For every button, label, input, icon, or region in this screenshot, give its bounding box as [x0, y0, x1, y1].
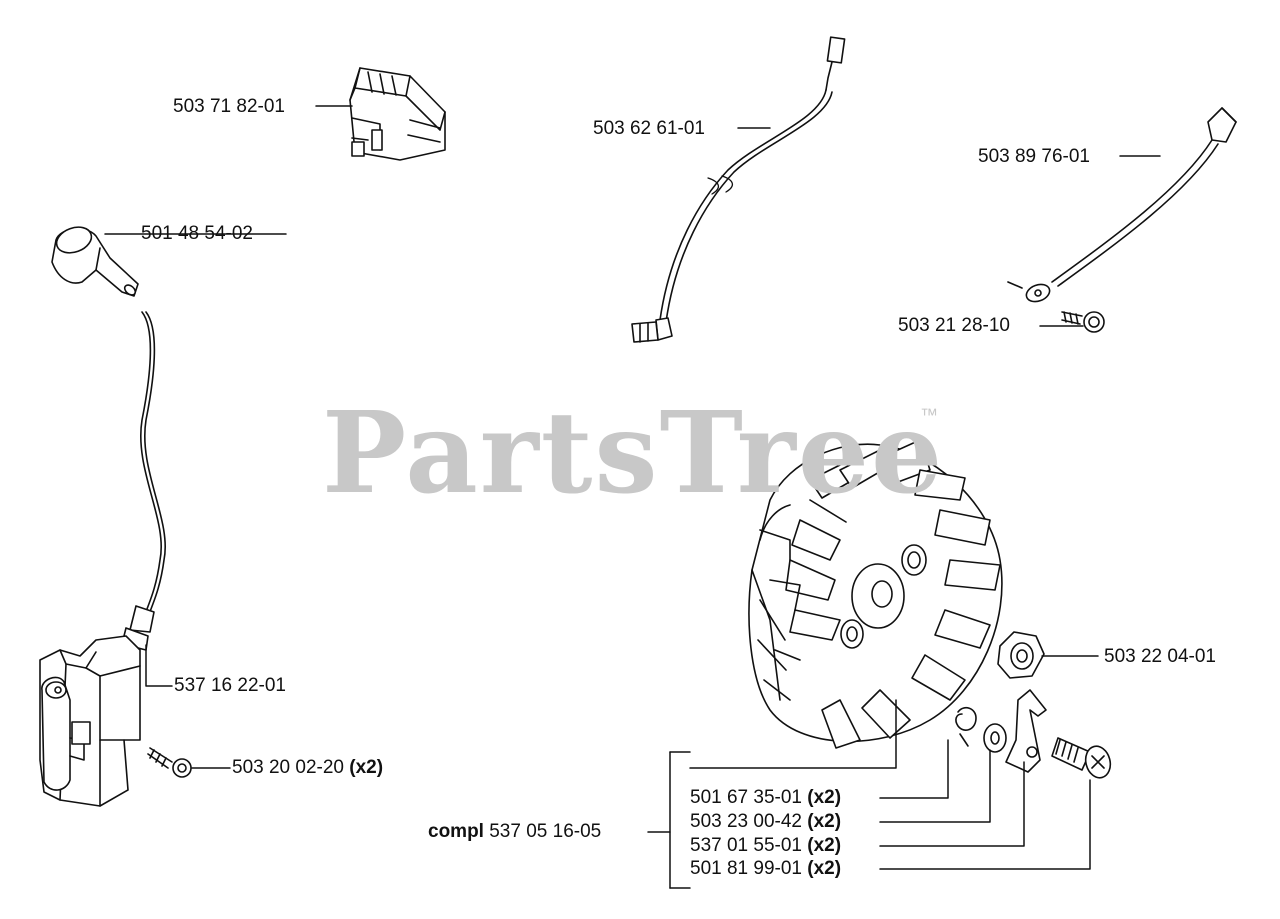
label-wire-b: 503 89 76-01: [978, 146, 1090, 167]
label-nut: 503 22 04-01: [1104, 646, 1216, 667]
spring-part: [955, 706, 977, 747]
label-module: 537 16 22-01: [174, 675, 286, 696]
kit-4-number: 501 81 99-01: [690, 858, 802, 879]
compl-prefix: compl: [428, 821, 484, 842]
watermark-text: PartsTree: [322, 388, 945, 519]
wire-b-part: [1007, 107, 1237, 303]
module-screw-number: 503 20 02-20: [232, 757, 344, 778]
watermark-trademark: ™: [920, 405, 938, 425]
pawl-part: [1005, 689, 1047, 773]
flywheel-part: [748, 439, 1003, 749]
kit-1-number: 501 67 35-01: [690, 787, 802, 808]
kit-2-number: 503 23 00-42: [690, 811, 802, 832]
flywheel-nut-part: [997, 631, 1045, 679]
kit-3-qty: (x2): [807, 835, 842, 856]
ignition-module-part: [39, 605, 155, 807]
label-kit-1: 501 67 35-01 (x2): [690, 787, 841, 809]
kit-3-number: 537 01 55-01: [690, 835, 802, 856]
module-screw-qty: (x2): [349, 757, 384, 778]
kit-4-qty: (x2): [807, 858, 842, 879]
pawl-bolt-part: [1051, 737, 1112, 779]
label-kit-3: 537 01 55-01 (x2): [690, 835, 841, 857]
leader-lines: [104, 105, 1161, 889]
spark-plug-boot-part: [51, 226, 139, 297]
small-screw-part: [1061, 311, 1105, 333]
stop-switch-part: [349, 67, 446, 161]
label-boot: 501 48 54-02: [141, 223, 253, 244]
wire-a-part: [631, 36, 846, 343]
compl-number: 537 05 16-05: [489, 821, 602, 842]
label-compl: compl 537 05 16-05: [428, 821, 601, 843]
label-wire-a: 503 62 61-01: [593, 118, 705, 139]
kit-2-qty: (x2): [807, 811, 842, 832]
label-module-screw: 503 20 02-20 (x2): [232, 757, 383, 779]
module-screw-part: [147, 747, 192, 778]
label-small-screw: 503 21 28-10: [898, 315, 1010, 336]
ignition-lead-part: [140, 311, 166, 613]
kit-1-qty: (x2): [807, 787, 842, 808]
label-switch: 503 71 82-01: [173, 96, 285, 117]
label-kit-4: 501 81 99-01 (x2): [690, 858, 841, 880]
label-kit-2: 503 23 00-42 (x2): [690, 811, 841, 833]
washer-part: [983, 723, 1007, 753]
